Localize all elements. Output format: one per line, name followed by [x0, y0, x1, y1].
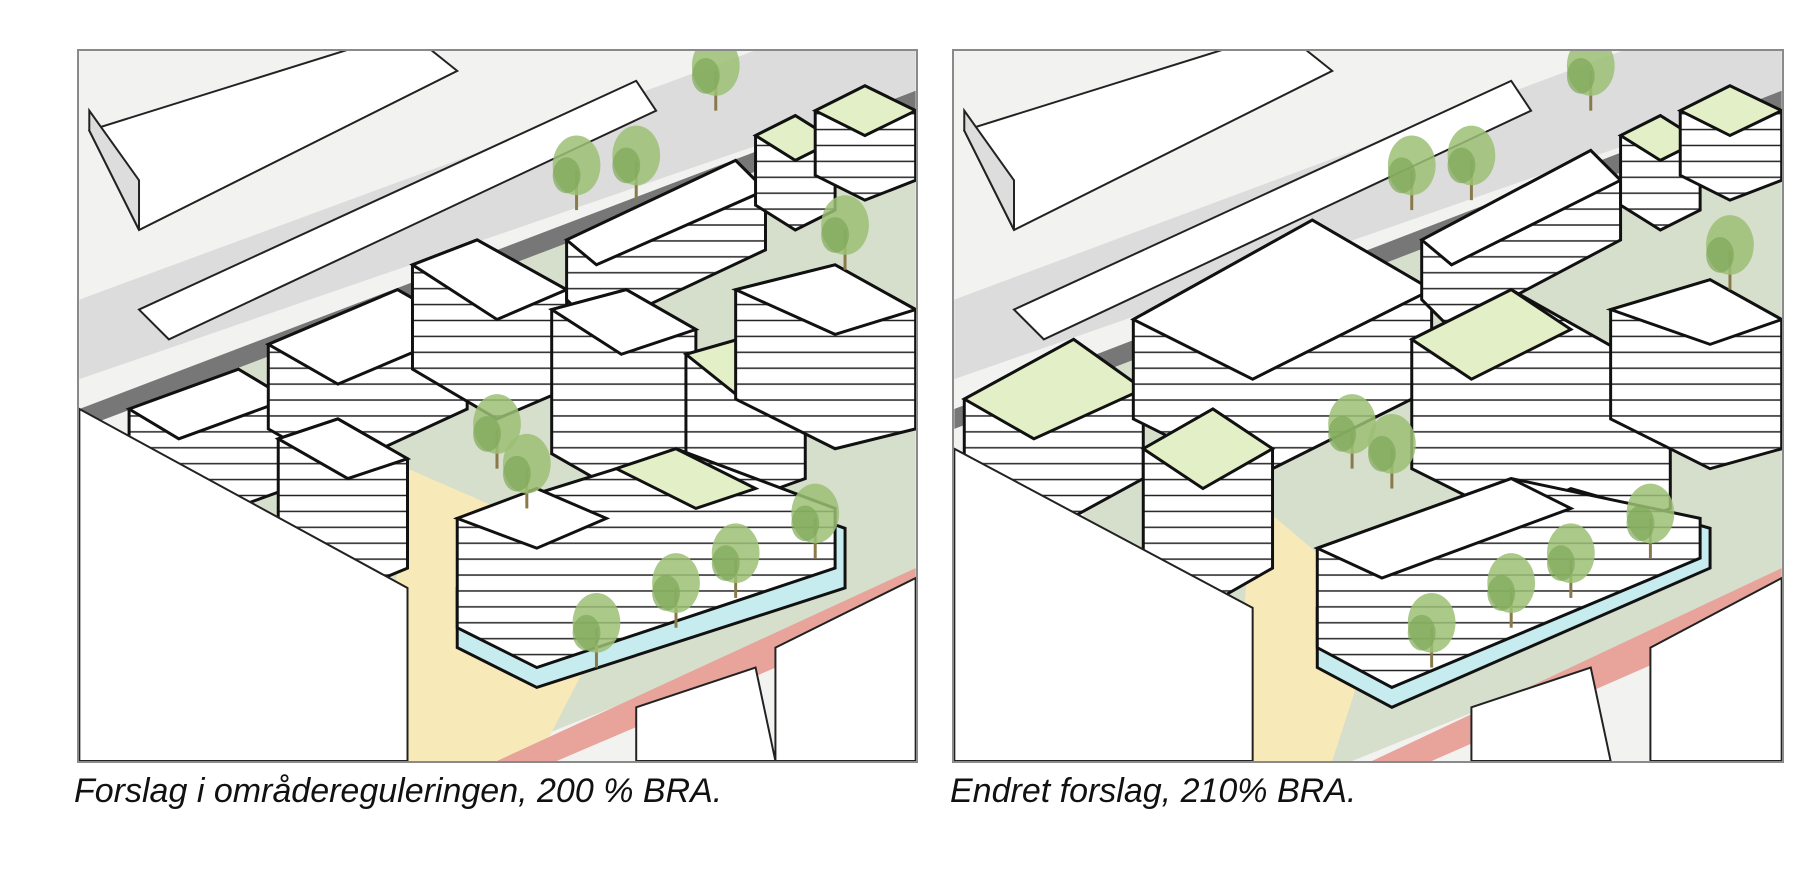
foreground-building — [79, 407, 409, 761]
isometric-site-drawing-210 — [954, 51, 1782, 761]
caption-revised-proposal: Endret forslag, 210% BRA. — [950, 772, 1357, 810]
road — [79, 51, 916, 380]
isometric-site-drawing-200 — [79, 51, 916, 761]
path — [497, 568, 916, 761]
illustration-panel-revised-proposal — [952, 49, 1784, 763]
caption-original-proposal: Forslag i områdereguleringen, 200 % BRA. — [74, 772, 723, 810]
illustration-panel-original-proposal — [77, 49, 918, 763]
